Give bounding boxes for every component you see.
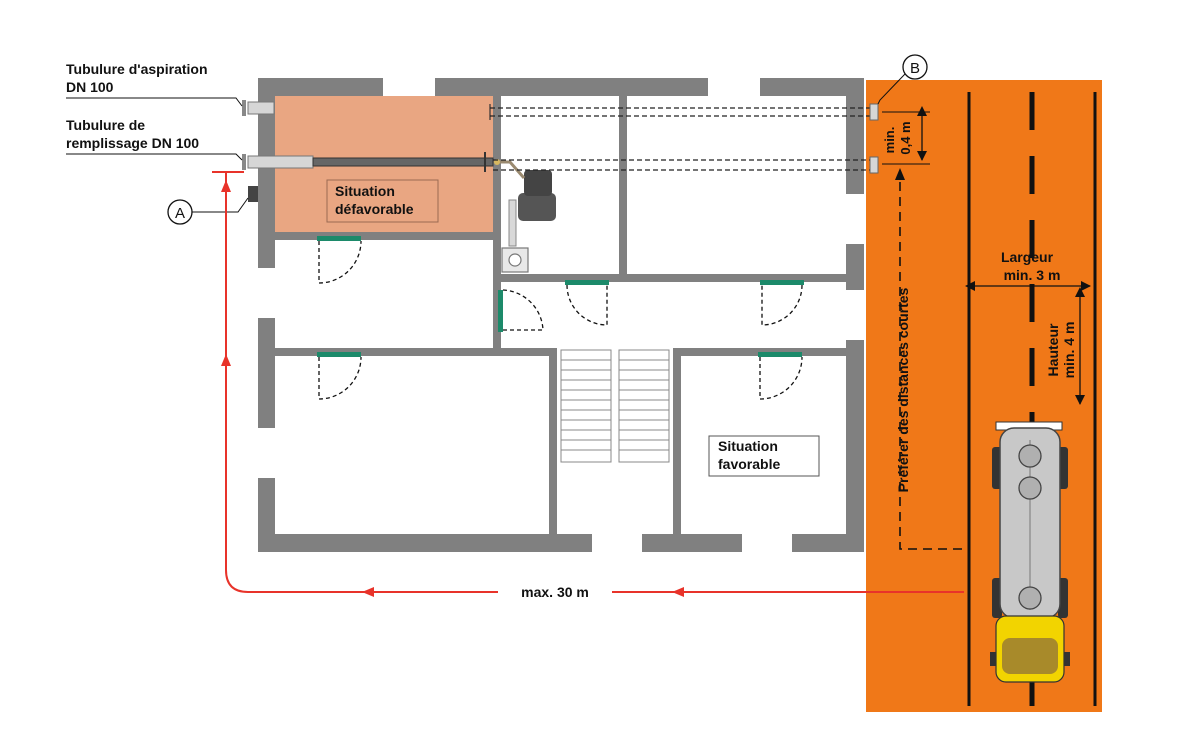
truck-windshield — [1002, 638, 1058, 674]
door — [317, 352, 362, 400]
route-arrow — [221, 180, 231, 192]
spacing-label-line1: min. — [882, 127, 897, 154]
door — [317, 236, 362, 284]
hallway — [501, 282, 846, 348]
filling-pipe-stub — [247, 155, 314, 169]
connection-b-pipes — [869, 103, 879, 174]
unfavorable-label-line1: Situation — [335, 183, 395, 199]
window — [846, 290, 864, 340]
external-pipe-routing — [490, 107, 874, 171]
window — [742, 534, 792, 552]
spacing-label-line2: 0,4 m — [898, 121, 913, 154]
room-top-right — [627, 96, 846, 274]
route-arrow — [672, 587, 684, 597]
building — [242, 78, 879, 552]
height-label-line2: min. 4 m — [1061, 322, 1077, 379]
boiler-equipment — [493, 159, 556, 273]
window — [708, 78, 760, 96]
favorable-label-line1: Situation — [718, 438, 778, 454]
room-boiler — [501, 96, 619, 274]
window — [258, 428, 275, 478]
route-arrow — [362, 587, 374, 597]
width-label-line2: min. 3 m — [1004, 267, 1061, 283]
flange — [242, 100, 246, 116]
door — [565, 280, 609, 326]
marker-a-label: A — [175, 205, 185, 222]
marker-b-circle — [902, 54, 928, 80]
fill-label-line2: remplissage DN 100 — [66, 135, 199, 151]
tank-hatch — [1018, 476, 1042, 500]
room-bottom-left — [275, 356, 549, 534]
favorable-label-box — [708, 435, 820, 477]
suction-label-line1: Tubulure d'aspiration — [66, 61, 208, 77]
door — [498, 289, 544, 332]
fill-leader — [66, 153, 243, 161]
width-label-line1: Largeur — [1001, 249, 1054, 265]
room-left-middle — [275, 240, 493, 348]
door — [760, 280, 804, 326]
flue-pipe — [508, 199, 517, 247]
filling-pipe — [312, 157, 494, 167]
truck-mirror — [990, 652, 996, 666]
ventilation-box-a — [248, 186, 258, 202]
boiler-body — [518, 193, 556, 221]
marker-b-leader — [877, 73, 906, 105]
windows — [258, 78, 864, 552]
max-distance-label: max. 30 m — [521, 584, 589, 600]
height-label-line1: Hauteur — [1045, 323, 1061, 376]
marker-b-label: B — [910, 60, 920, 77]
fill-label-line1: Tubulure de — [66, 117, 145, 133]
unfavorable-label-box — [326, 179, 439, 223]
stairs — [560, 349, 670, 463]
prefer-short-label: Préférer des distances courtes — [895, 287, 911, 492]
route-arrow — [221, 354, 231, 366]
unfavorable-label-line2: défavorable — [335, 201, 414, 217]
pipes — [242, 100, 494, 202]
window — [592, 534, 642, 552]
truck-mirror — [1064, 652, 1070, 666]
chimney-flue — [508, 253, 522, 267]
tanker-truck — [990, 421, 1070, 683]
short-distance-path — [899, 178, 962, 550]
suction-label-line2: DN 100 — [66, 79, 114, 95]
window — [846, 194, 864, 244]
route-line — [212, 171, 964, 593]
suction-leader — [66, 97, 243, 107]
suction-pipe — [247, 101, 275, 115]
favorable-label-line2: favorable — [718, 456, 780, 472]
tank-hatch — [1018, 586, 1042, 610]
flange — [242, 154, 246, 170]
doors — [317, 236, 804, 400]
tank-hatch — [1018, 444, 1042, 468]
window — [258, 268, 275, 318]
burner — [524, 170, 552, 196]
window — [383, 78, 435, 96]
door — [758, 352, 803, 400]
filling-hose-route — [212, 171, 964, 597]
short-distance-arrow — [895, 168, 905, 180]
marker-a-leader — [192, 197, 249, 213]
